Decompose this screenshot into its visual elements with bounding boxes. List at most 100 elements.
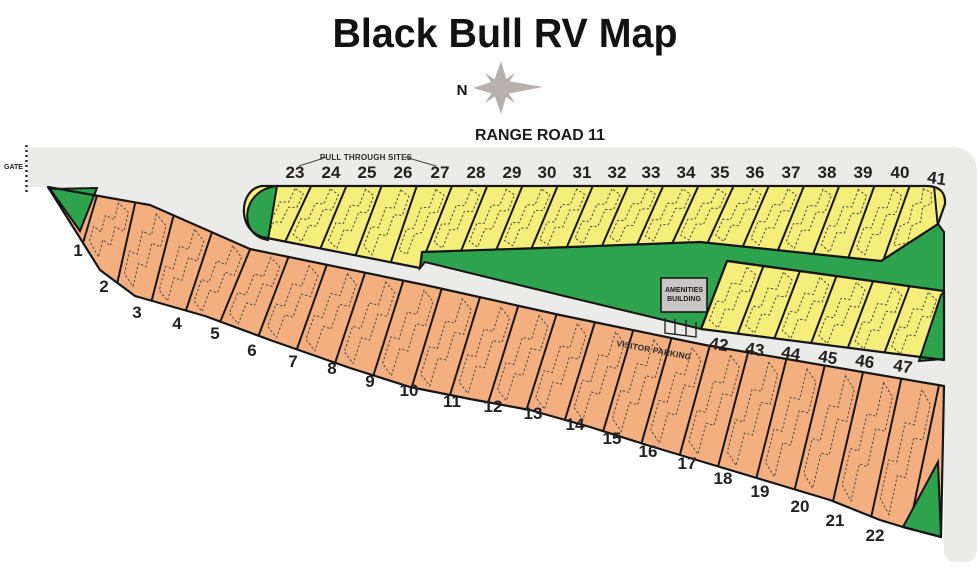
visitor-parking-stalls <box>664 318 697 338</box>
site-divider <box>219 248 252 322</box>
site-divider <box>372 280 405 376</box>
pull-through-leader-right <box>404 156 437 167</box>
site-number: 20 <box>791 497 810 516</box>
site-number: 30 <box>538 163 557 182</box>
site-divider <box>184 231 213 311</box>
range-road-label: RANGE ROAD 11 <box>475 127 605 144</box>
amenities-building-label-line2: BUILDING <box>667 296 701 303</box>
site-divider <box>257 256 290 337</box>
site-divider <box>530 186 559 249</box>
rv-pad-outline <box>841 381 894 503</box>
site-number: 18 <box>714 469 733 488</box>
pull-through-callout: PULL THROUGH SITES <box>298 153 437 167</box>
site-divider <box>640 337 673 444</box>
site-divider <box>82 195 98 244</box>
site-number: 8 <box>327 359 336 378</box>
site-number: 34 <box>677 163 696 182</box>
rv-pad-outline <box>803 374 855 490</box>
site-number: 1 <box>73 241 82 260</box>
site-divider <box>678 345 711 456</box>
back-in-sites-outline <box>46 185 946 539</box>
rv-pad-outline <box>708 266 757 329</box>
site-number: 22 <box>866 526 885 545</box>
site-number: 26 <box>394 163 413 182</box>
site-number: 24 <box>322 163 341 182</box>
site-divider <box>636 186 665 245</box>
site-number: 25 <box>358 163 377 182</box>
site-number: 38 <box>818 163 837 182</box>
rv-pad-outline <box>305 272 357 352</box>
site-pads <box>708 266 938 355</box>
rv-pad-outline <box>726 360 779 467</box>
site-divider <box>717 352 750 467</box>
site-number: 29 <box>503 163 522 182</box>
site-divider <box>495 186 524 250</box>
amenities-building-label-line1: AMENITIES <box>665 287 703 294</box>
rv-pad-outline <box>820 188 868 253</box>
pull-through-sites-outline <box>242 184 947 270</box>
rv-pad-outline <box>363 188 410 256</box>
site-divider-layer <box>82 186 944 529</box>
site-divider <box>882 285 911 356</box>
site-number: 19 <box>751 482 770 501</box>
rv-pad-outline <box>745 271 793 334</box>
site-number: 35 <box>711 163 730 182</box>
site-number: 41 <box>926 168 947 189</box>
site-divider <box>741 186 770 247</box>
site-divider <box>389 186 418 263</box>
site-divider <box>755 358 788 479</box>
site-divider <box>410 288 443 388</box>
site-divider <box>706 186 735 244</box>
site-number: 7 <box>288 352 297 371</box>
site-divider <box>449 296 481 396</box>
pull-through-sites-region <box>243 186 946 268</box>
rv-pad-outline <box>785 188 832 250</box>
site-number: 17 <box>678 454 697 473</box>
site-divider <box>793 365 826 490</box>
site-number: 10 <box>400 381 419 400</box>
site-divider <box>773 270 801 340</box>
rv-pad-outline <box>818 281 866 345</box>
site-number: 16 <box>639 442 658 461</box>
site-number: 11 <box>443 392 461 411</box>
gate: GATE <box>4 145 28 193</box>
site-number: 37 <box>782 163 801 182</box>
compass-north-label: N <box>457 82 468 99</box>
site-divider <box>882 186 911 260</box>
amenities-building: AMENITIES BUILDING <box>660 277 708 313</box>
back-in-sites-region <box>48 187 944 537</box>
rv-pad-outline <box>854 286 903 350</box>
rv-pad-outline <box>781 276 830 340</box>
site-number: 39 <box>854 163 873 182</box>
rv-pad-outline <box>609 188 656 243</box>
site-number: 12 <box>484 397 503 416</box>
site-number: 9 <box>365 372 374 391</box>
rv-pad-outline <box>891 291 938 355</box>
rv-pad-outline <box>398 188 445 255</box>
site-divider-lines <box>249 186 939 263</box>
rv-pad-outline <box>679 188 727 241</box>
site-divider <box>354 186 383 256</box>
site-number: 42 <box>708 334 730 356</box>
rv-pad-outline <box>879 388 931 517</box>
site-pads-layer <box>88 187 938 517</box>
site-number: 15 <box>603 429 622 448</box>
rv-pad-outline <box>88 201 129 259</box>
site-divider <box>284 186 313 242</box>
site-number: 33 <box>642 163 661 182</box>
pull-through-label: PULL THROUGH SITES <box>320 153 413 162</box>
site-number: 27 <box>431 163 450 182</box>
site-divider <box>565 186 594 248</box>
site-number: 2 <box>99 277 108 296</box>
site-number: 40 <box>891 163 910 182</box>
site-divider <box>809 275 838 346</box>
rv-pad-outline <box>420 297 472 387</box>
site-divider <box>563 321 596 421</box>
rv-pad-outline <box>328 188 375 250</box>
site-divider <box>671 186 700 244</box>
site-number: 5 <box>210 324 219 343</box>
site-divider <box>525 313 558 410</box>
site-number: 44 <box>780 343 802 365</box>
site-divider <box>150 215 175 301</box>
